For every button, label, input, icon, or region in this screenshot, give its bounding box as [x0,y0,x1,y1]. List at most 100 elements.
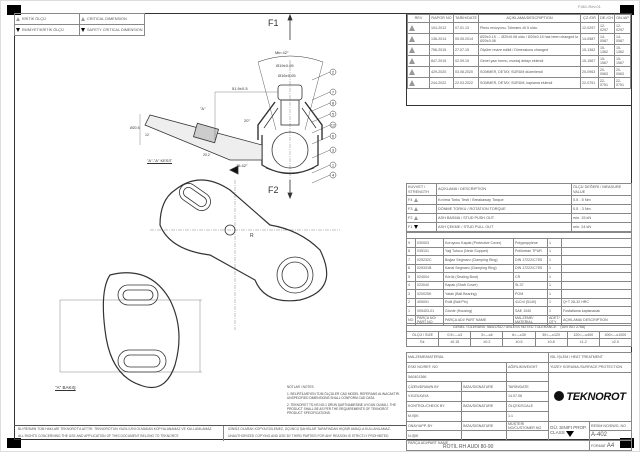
tolerance-range: 6<—≤30 [502,330,536,339]
section-label: "A"-"A" KESİT [147,158,173,163]
part-mat: Poliüretan TPUR [513,246,548,256]
tolerance-value: ±0.5 [502,338,536,347]
revision-triangle-icon [409,58,415,64]
part-no: 4 [406,280,416,290]
revision-triangle-icon [409,36,415,42]
part-no: 9 [406,238,416,248]
part-pn: 023040 [415,280,444,290]
strength-desc: Kırılma Torku Testi / Breakaway Torque [436,195,572,205]
dim-a: Ø20.5 [130,126,140,130]
strength-value: min. 24 kN [571,222,632,232]
notes-title: NOTLAR / NOTES [287,385,314,389]
note-item: 2. TEKNOROT TS-HS NO:1 ÜRÜN ŞARTNAMESİNE… [287,403,396,415]
part-name: Yatak (Ball Bearing) [443,289,514,299]
revision-ap: 22-0751 [614,77,631,89]
part-name: Rotil (Ball Pin) [443,297,514,307]
part-name: Kapak (Shaft Cover) [443,280,514,290]
force-label: F1 [408,224,413,229]
part-name: Gövde (Housing) [443,306,514,316]
part-qty: 1 [547,246,562,256]
callout-bubble [329,132,337,140]
part-desc: Fosfatlama kaplanacak [561,306,632,316]
tolerance-value: ±1.2 [566,338,600,347]
part-mat: POM [513,289,548,299]
part-qty: 1 [547,280,562,290]
revision-date: 22.03.2022 [453,77,479,89]
safety-triangle-icon [565,430,574,437]
tolerance-table: GENEL TOLERANS TABLOSU / UNLESS NOTED TO… [405,323,633,347]
critical-triangle-icon [16,16,20,21]
copyright-tr: BU RESMİN TÜM HAKLARI TEKNOROT'A AİTTİR.… [18,427,213,431]
sealing-boot [257,101,323,140]
part-no: 3 [406,289,416,299]
corner-mark [7,5,21,15]
callout-bubble [329,146,337,154]
part-no: 7 [406,255,416,265]
strength-value: 0.5 - 5 Nm [571,195,632,205]
copyright-tr: İZİNSİZ OLARAK KOPYA EDİLEMEZ, ÜÇÜNCÜ ŞA… [228,427,391,431]
callout-bubble [329,88,337,96]
part-qty: 1 [547,297,562,307]
callout-bubble [329,99,337,107]
force-label: F4 [408,197,413,202]
callout-number: 8 [332,101,335,106]
copyright-en: ALL RIGHTS CONCERNING THE USE AND APPLIC… [18,434,180,438]
part-qty: 1 [547,289,562,299]
part-pn: 035101 [415,246,444,256]
dim-length: 51.9±0.5 [232,86,248,91]
strength-desc: ASH ÇEKME / STUD PULL OUT [436,222,572,232]
dim-angle-3: 15.42° [236,163,248,168]
revision-triangle-icon [409,25,415,31]
part-desc [561,280,632,290]
dim-c: 20.2 [203,153,210,157]
part-pn: 025331B [415,263,444,273]
callout-bubble [329,171,337,179]
strength-desc: DÖNME TORKU / ROTATION TORQUE [436,204,572,214]
safety-triangle-icon [413,224,418,229]
part-name: Kanal Segmanı (Clamping Ring) [443,263,514,273]
part-qty: 1 [547,263,562,273]
part-mat: SAE 1040 [513,306,548,316]
callout-number: 5 [332,112,335,117]
force-label: F2 [408,215,413,220]
revision-ap: 15-1362 [614,44,631,56]
part-mat: 41Cr4 (5140) [513,297,548,307]
strength-force: F1 [406,222,437,232]
strength-value: min. 15 kN [571,213,632,223]
force-label-f2: F2 [268,185,279,195]
critical-triangle-icon [81,16,85,21]
part-mat: CR [513,272,548,282]
revision-ap: 20-0963 [614,66,631,78]
callout-bubble [329,110,337,118]
part-desc: Q+T 28-32 HRC [561,297,632,307]
part-qty: 1 [547,238,562,248]
callout-number: 6 [332,134,335,139]
tolerance-range: 0.5<—≤3 [438,330,472,339]
critical-triangle-icon [413,206,418,211]
callout-bubble [329,121,337,129]
revision-ch: 22-0751 [598,77,615,89]
corner-mark [7,438,21,448]
revision-triangle-icon [409,80,415,86]
tolerance-value: ±0.15 [438,338,472,347]
tolerance-value: ±2.0 [598,338,633,347]
revision-triangle-icon [409,47,415,53]
force-label-f1: F1 [268,18,279,28]
strength-force: F3 [406,204,437,214]
strength-row: F4 Kırılma Torku Testi / Breakaway Torqu… [406,195,632,205]
callout-number: 7 [332,90,335,95]
callout-number: 1 [332,163,335,168]
force-label: F3 [408,206,413,211]
view-marker: "A" [200,106,206,111]
